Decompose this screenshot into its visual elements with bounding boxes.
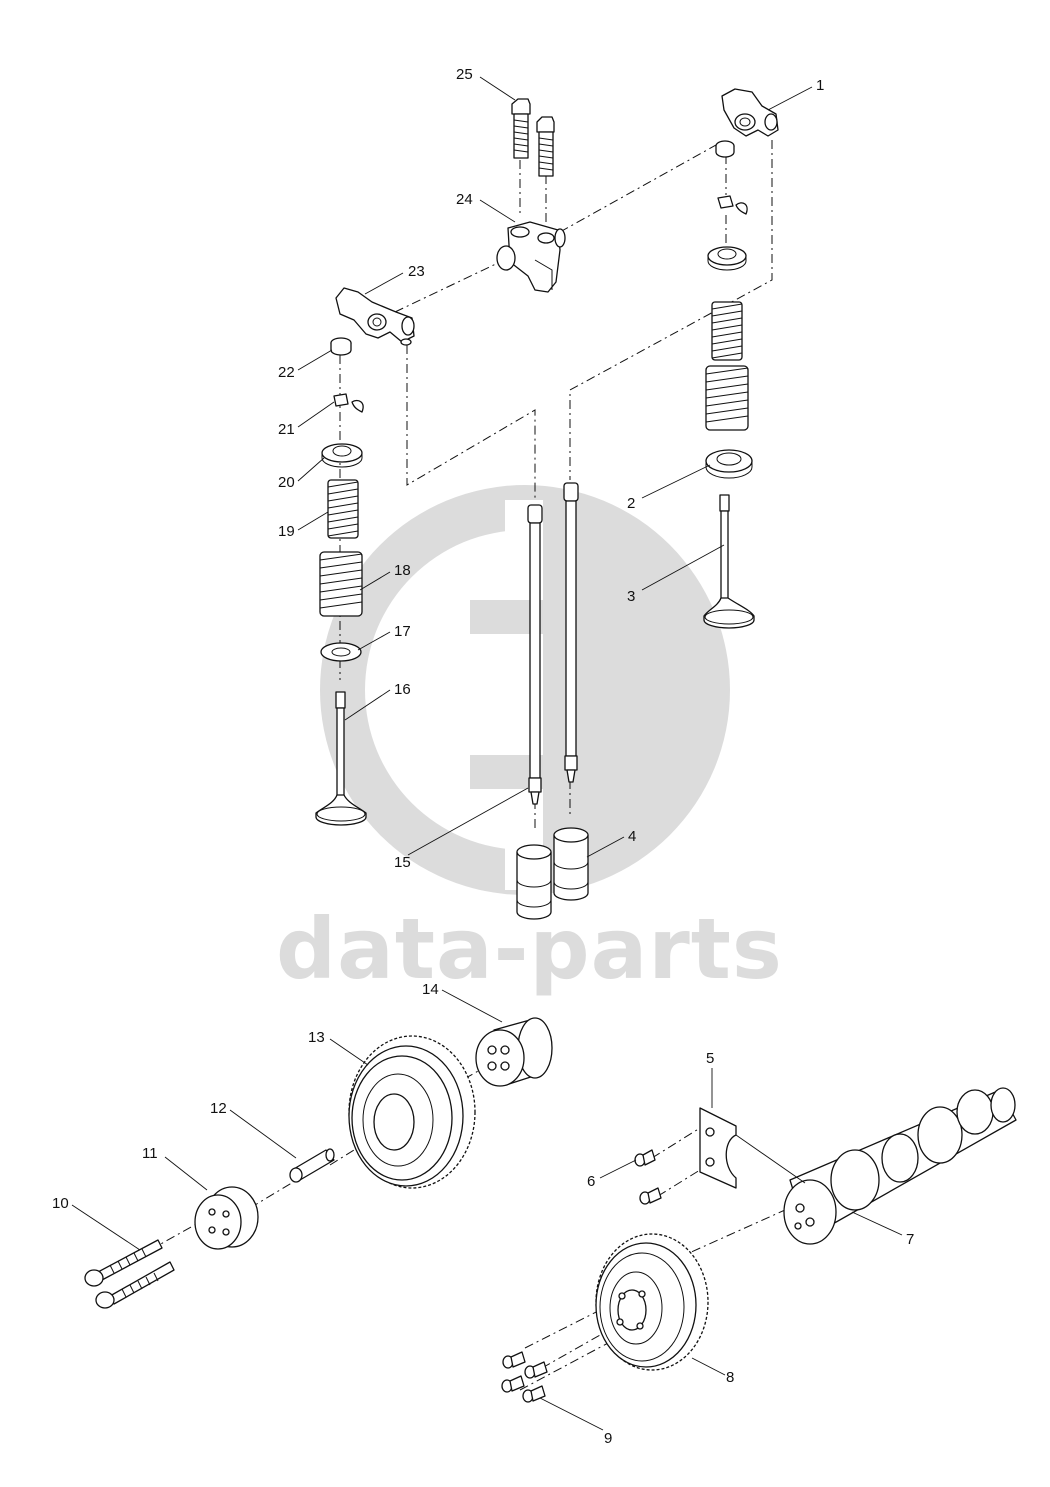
part-22-valve-cap	[330, 337, 352, 356]
part-25-bolts	[511, 98, 555, 177]
part-19-inner-spring	[327, 479, 359, 539]
part-17-washer	[320, 642, 362, 662]
part-6-screws	[634, 1149, 662, 1205]
part-15-push-rods	[527, 482, 579, 805]
callout-24: 24	[456, 191, 473, 208]
callout-2: 2	[627, 495, 635, 512]
part-18-outer-spring	[319, 551, 363, 617]
callout-15: 15	[394, 854, 411, 871]
callout-12: 12	[210, 1100, 227, 1117]
right-valve-collets	[717, 195, 748, 215]
watermark-logo	[320, 485, 730, 895]
part-2-valve-seal	[705, 449, 753, 479]
part-4-tappets	[516, 827, 589, 920]
callout-6: 6	[587, 1173, 595, 1190]
callout-19: 19	[278, 523, 295, 540]
part-5-camshaft-plate	[699, 1107, 737, 1189]
part-10-long-bolts	[84, 1239, 175, 1309]
callout-21: 21	[278, 421, 295, 438]
part-9-gear-screws	[501, 1351, 548, 1403]
part-14-idler-hub	[475, 1017, 553, 1087]
callout-17: 17	[394, 623, 411, 640]
callout-7: 7	[906, 1231, 914, 1248]
part-3-valve	[703, 494, 755, 629]
callout-18: 18	[394, 562, 411, 579]
part-1-rocker-arm	[715, 88, 779, 158]
part-24-rocker-bracket	[496, 221, 566, 293]
callout-1: 1	[816, 77, 824, 94]
part-13-idler-gear	[348, 1035, 476, 1189]
right-spring-retainer	[707, 246, 747, 271]
callout-14: 14	[422, 981, 439, 998]
callout-8: 8	[726, 1369, 734, 1386]
callout-23: 23	[408, 263, 425, 280]
callout-5: 5	[706, 1050, 714, 1067]
part-12-pin	[289, 1148, 335, 1183]
callout-labels: 1 2 3 4 5 6 7 8 9 10 11 12 13 14 15 16 1…	[52, 66, 914, 1447]
callout-16: 16	[394, 681, 411, 698]
callout-10: 10	[52, 1195, 69, 1212]
callout-22: 22	[278, 364, 295, 381]
callout-4: 4	[628, 828, 636, 845]
callout-20: 20	[278, 474, 295, 491]
part-11-thrust-plate	[194, 1186, 259, 1250]
part-7-camshaft	[783, 1087, 1017, 1245]
callout-9: 9	[604, 1430, 612, 1447]
callout-13: 13	[308, 1029, 325, 1046]
right-inner-spring	[711, 301, 743, 361]
part-21-collets	[333, 393, 364, 413]
part-16-valve	[315, 691, 367, 826]
callout-3: 3	[627, 588, 635, 605]
part-23-rocker-arm	[335, 287, 415, 346]
callout-11: 11	[142, 1145, 158, 1162]
callout-25: 25	[456, 66, 473, 83]
part-8-camshaft-gear	[595, 1233, 709, 1371]
right-outer-spring	[705, 365, 749, 431]
leader-lines	[71, 76, 903, 1431]
part-20-spring-retainer	[321, 443, 363, 468]
